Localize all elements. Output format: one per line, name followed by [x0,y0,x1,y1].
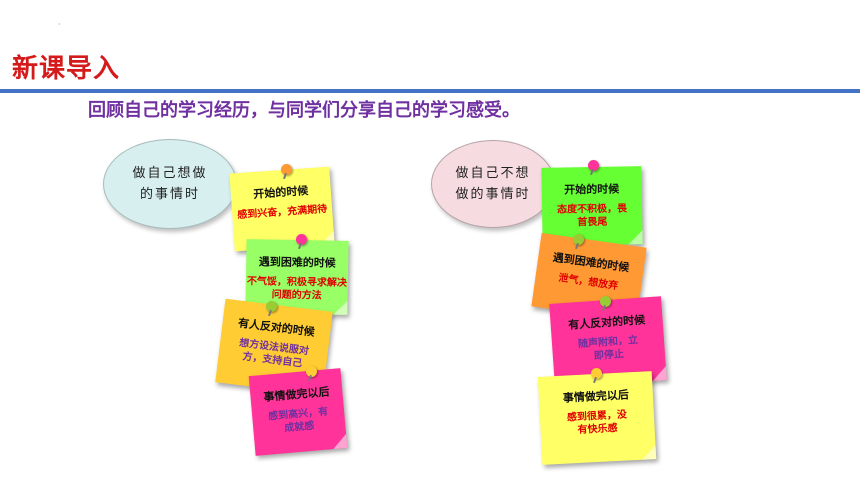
page-curl [628,230,643,245]
pushpin-icon [600,296,611,307]
pushpin-icon [306,366,317,377]
left-note-finished-text: 感到高兴，有成就感 [267,406,329,435]
pushpin-icon [573,234,584,245]
pushpin-icon [588,160,599,171]
page-subtitle: 回顾自己的学习经历，与同学们分享自己的学习感受。 [88,100,520,121]
pushpin-icon [266,301,277,312]
left-note-difficulty-heading: 遇到困难的时候 [258,255,336,270]
right-note-start-heading: 开始的时候 [564,182,620,197]
decorative-dot: · [58,20,61,29]
pushpin-icon [281,164,292,175]
left-note-finished-heading: 事情做完以后 [263,385,330,404]
left-bubble-text: 做自己想做的事情时 [132,166,208,202]
left-note-difficulty-text: 不气馁，积极寻求解决问题的方法 [246,276,347,302]
left-note-start-heading: 开始的时候 [252,184,309,201]
right-note-opposition-heading: 有人反对的时候 [567,313,646,332]
pushpin-icon [591,368,602,379]
right-note-finished-heading: 事情做完以后 [562,388,630,405]
right-bubble-text: 做自己不想做的事情时 [455,166,531,202]
right-note-finished-text: 感到很累，没有快乐感 [566,409,628,437]
left-note-finished: 事情做完以后 感到高兴，有成就感 [248,368,348,456]
page-curl [641,444,657,460]
title-divider [0,89,860,93]
page-curl [651,366,667,381]
right-note-finished: 事情做完以后 感到很累，没有快乐感 [537,371,657,465]
left-thought-bubble: 做自己想做的事情时 [103,139,237,229]
right-note-start-text: 态度不积极，畏首畏尾 [556,203,628,229]
page-curl [333,300,348,315]
left-note-start-text: 感到兴奋，充满期待 [236,203,328,222]
right-note-start: 开始的时候 态度不积极，畏首畏尾 [541,166,643,246]
page-title: 新课导入 [12,54,121,84]
right-note-opposition-text: 随声附和，立即停止 [577,334,639,363]
pushpin-icon [296,234,307,245]
page-curl [332,433,348,450]
left-note-start: 开始的时候 感到兴奋，充满期待 [229,166,335,252]
right-thought-bubble: 做自己不想做的事情时 [431,140,555,228]
